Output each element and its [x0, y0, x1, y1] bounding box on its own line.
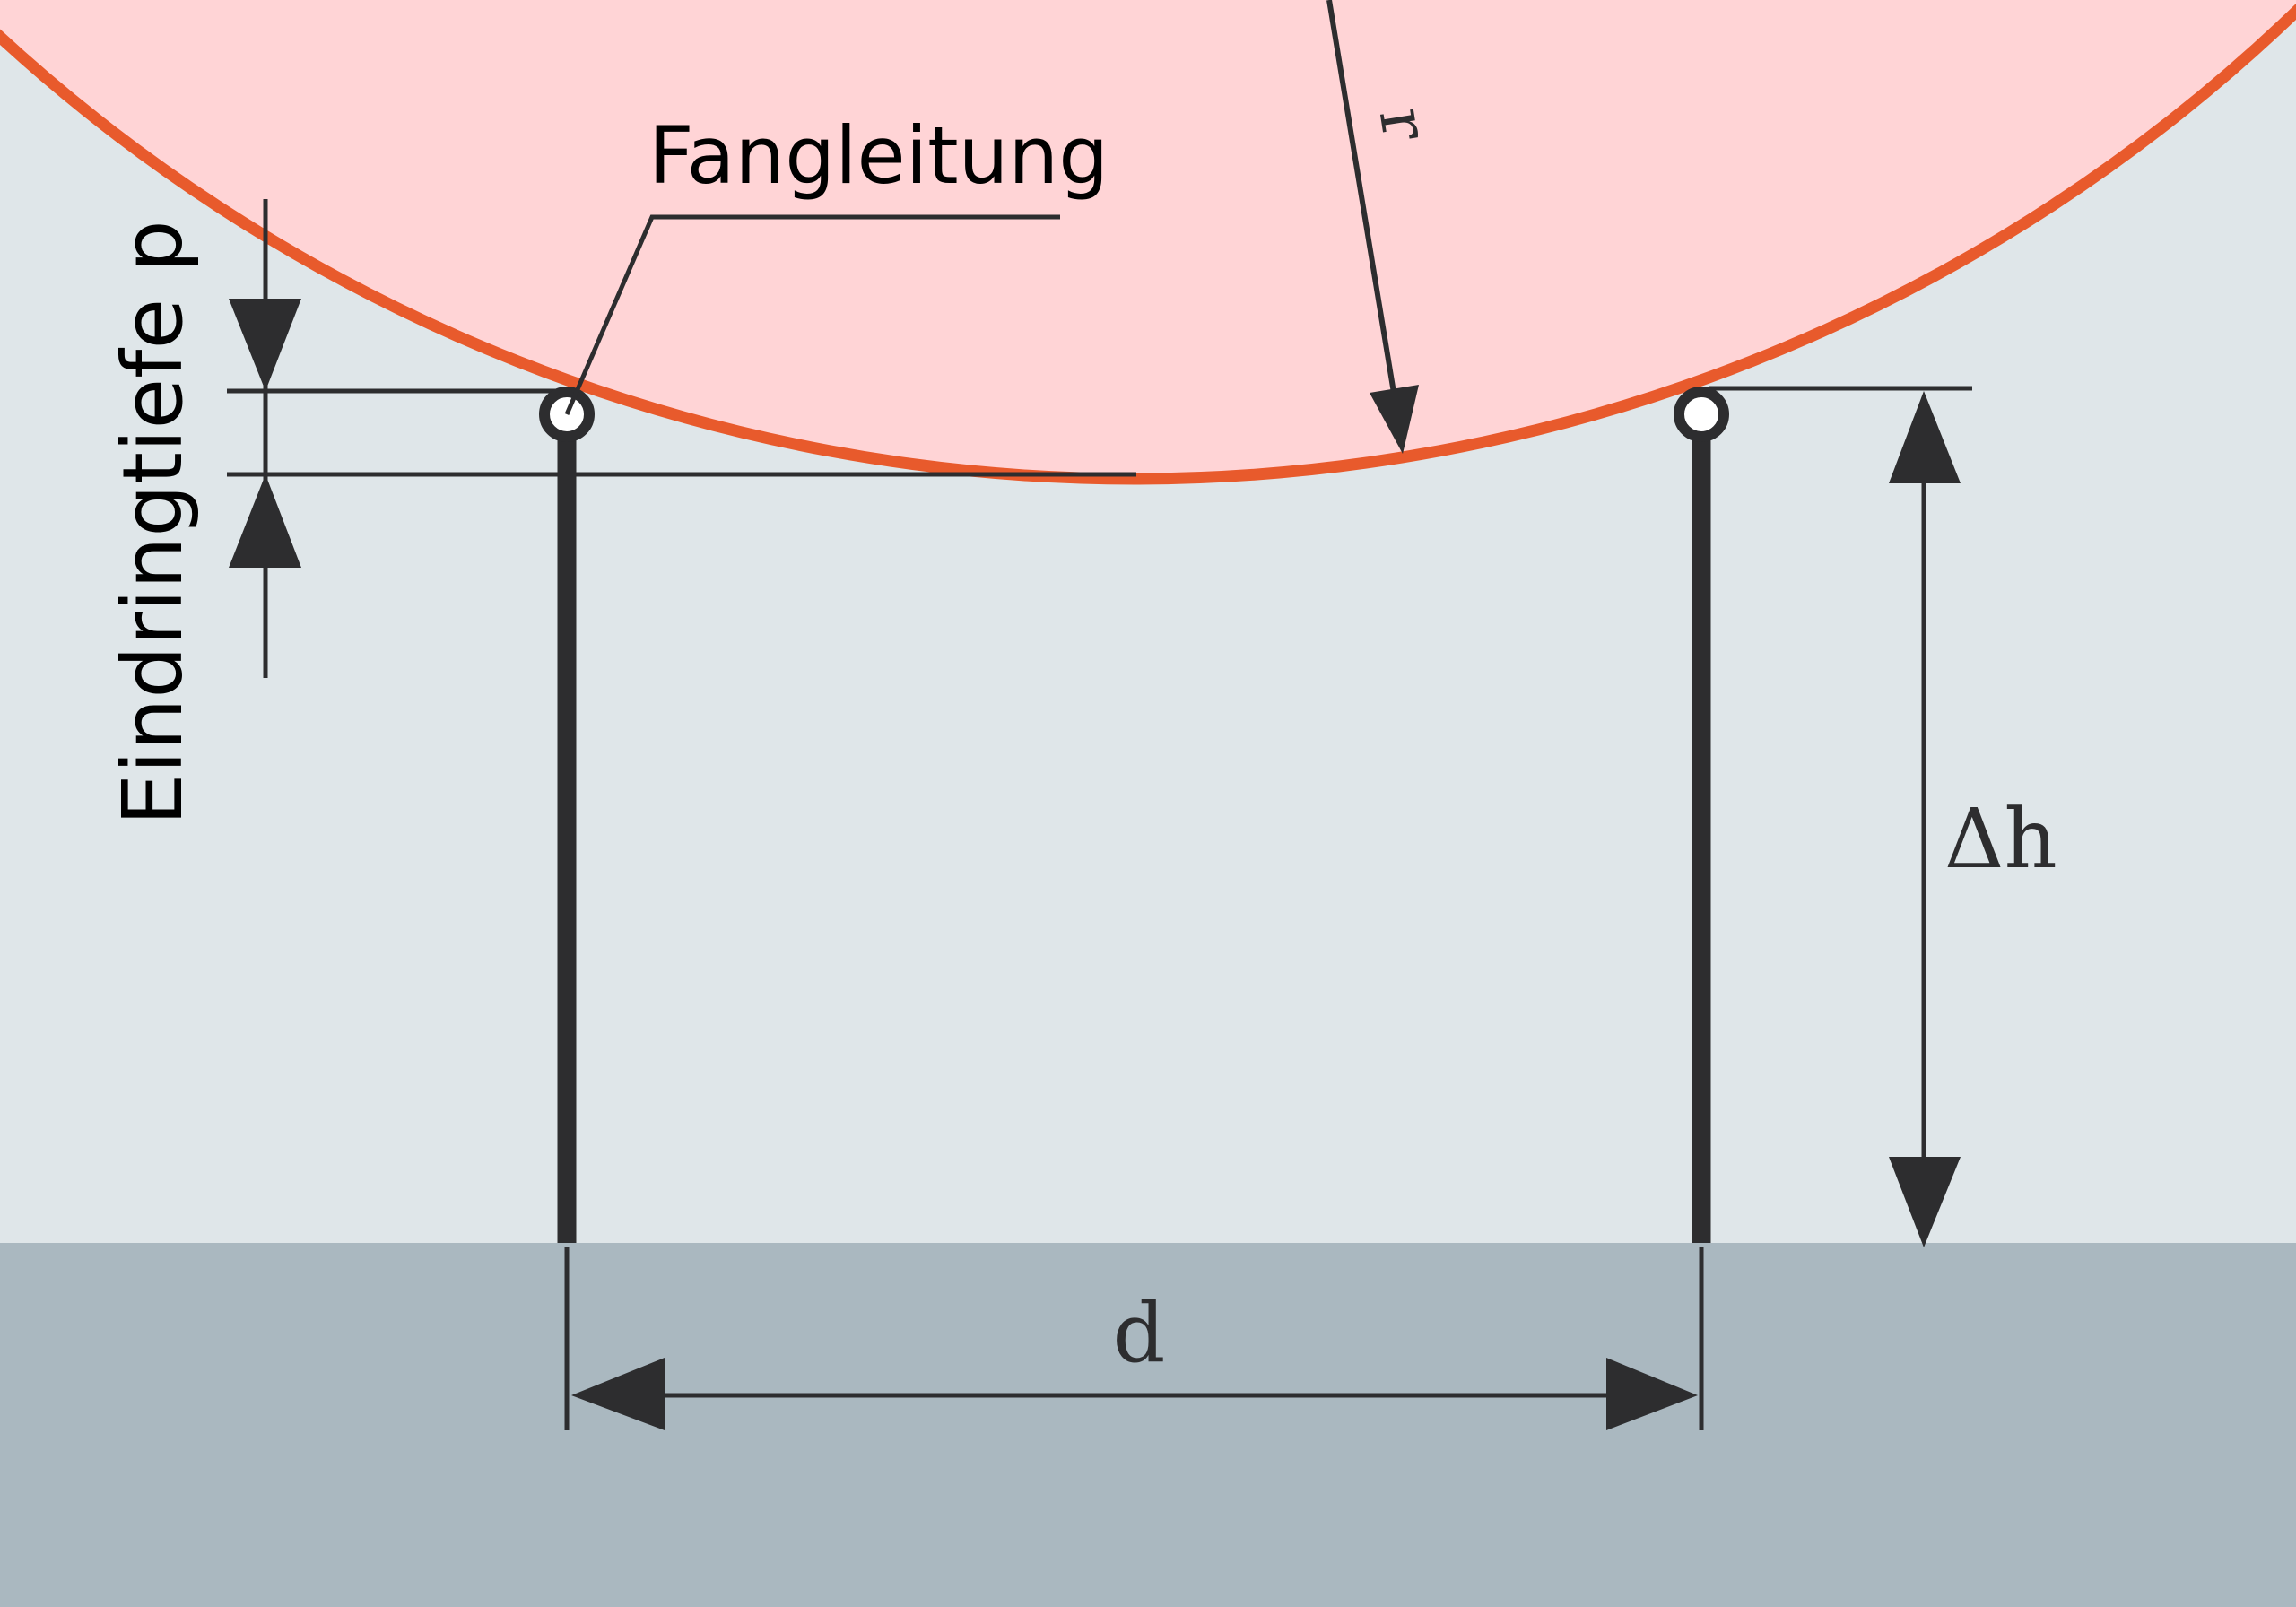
ground: [0, 1243, 2296, 1607]
height-arrow-down-icon: [1889, 1157, 1961, 1247]
rolling-sphere: [0, 0, 2296, 484]
conductor-leader-line: [564, 214, 1060, 415]
radius-arrow-icon: [1370, 385, 1419, 454]
height-arrow-up-icon: [1889, 391, 1961, 483]
distance-arrow-left-icon: [571, 1358, 665, 1430]
distance-arrow-right-icon: [1606, 1358, 1698, 1430]
penetration-depth-label: Eindringtiefe p: [105, 220, 201, 825]
distance-label: d: [1113, 1285, 1166, 1381]
height-difference-label: Δh: [1944, 791, 2057, 887]
penetration-arrow-down-icon: [229, 299, 301, 391]
conductor-label: Fangleitung: [648, 109, 1109, 202]
penetration-arrow-up-icon: [229, 474, 301, 568]
right-conductor-point: [1674, 387, 1729, 442]
radius-line: [1326, 0, 1398, 404]
